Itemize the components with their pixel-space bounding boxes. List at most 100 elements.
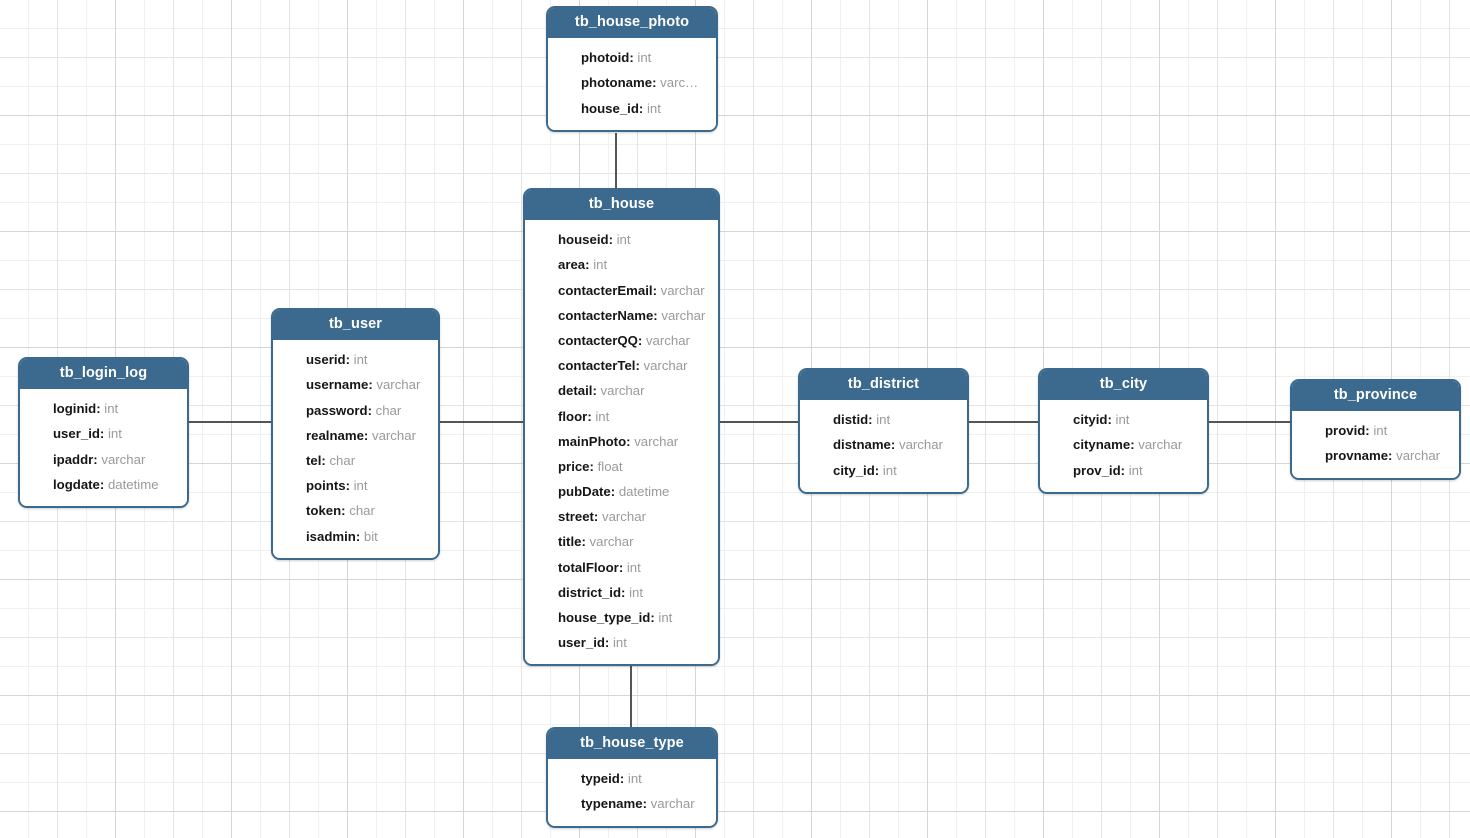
field-row[interactable]: area: int bbox=[525, 252, 718, 277]
field-row[interactable]: logdate: datetime bbox=[20, 472, 187, 497]
field-row[interactable]: typename: varchar bbox=[548, 791, 716, 816]
field-name: isadmin bbox=[306, 528, 356, 544]
field-name: password bbox=[306, 402, 368, 418]
field-row[interactable]: district_id: int bbox=[525, 580, 718, 605]
field-separator: : bbox=[626, 433, 635, 449]
field-type: varchar bbox=[376, 377, 421, 393]
field-name: mainPhoto bbox=[558, 433, 627, 449]
field-row[interactable]: photoid: int bbox=[548, 45, 716, 70]
field-row[interactable]: prov_id: int bbox=[1040, 458, 1207, 483]
field-separator: : bbox=[618, 559, 627, 575]
field-separator: : bbox=[321, 452, 330, 468]
field-row[interactable]: detail: varchar bbox=[525, 378, 718, 403]
field-name: area bbox=[558, 257, 586, 273]
field-type: float bbox=[597, 458, 623, 474]
field-type: varchar bbox=[1138, 437, 1183, 453]
field-row[interactable]: userid: int bbox=[273, 347, 438, 372]
field-type: varchar bbox=[589, 534, 634, 550]
field-separator: : bbox=[99, 426, 108, 442]
field-row[interactable]: ipaddr: varchar bbox=[20, 447, 187, 472]
entity-title-tb_city: tb_city bbox=[1040, 370, 1207, 401]
field-row[interactable]: title: varchar bbox=[525, 529, 718, 554]
field-type: bit bbox=[363, 528, 378, 544]
field-row[interactable]: mainPhoto: varchar bbox=[525, 429, 718, 454]
field-row[interactable]: photoname: varc… bbox=[548, 70, 716, 95]
field-row[interactable]: contacterName: varchar bbox=[525, 303, 718, 328]
field-separator: : bbox=[99, 476, 108, 492]
field-row[interactable]: city_id: int bbox=[800, 458, 967, 483]
field-name: pubDate bbox=[558, 484, 611, 500]
field-name: totalFloor bbox=[558, 559, 619, 575]
field-row[interactable]: typeid: int bbox=[548, 766, 716, 791]
field-row[interactable]: contacterQQ: varchar bbox=[525, 328, 718, 353]
field-row[interactable]: user_id: int bbox=[525, 630, 718, 655]
field-row[interactable]: token: char bbox=[273, 498, 438, 523]
field-name: cityid bbox=[1073, 412, 1108, 428]
field-row[interactable]: password: char bbox=[273, 398, 438, 423]
field-type: datetime bbox=[107, 476, 159, 492]
field-name: contacterTel bbox=[558, 358, 636, 374]
field-row[interactable]: totalFloor: int bbox=[525, 555, 718, 580]
field-separator: : bbox=[355, 528, 364, 544]
field-row[interactable]: points: int bbox=[273, 473, 438, 498]
entity-title-tb_house_photo: tb_house_photo bbox=[548, 8, 716, 39]
field-row[interactable]: tel: char bbox=[273, 448, 438, 473]
field-name: street bbox=[558, 509, 594, 525]
field-row[interactable]: provid: int bbox=[1292, 418, 1459, 443]
field-separator: : bbox=[629, 50, 638, 66]
field-row[interactable]: cityname: varchar bbox=[1040, 432, 1207, 457]
field-separator: : bbox=[642, 796, 651, 812]
field-type: int bbox=[593, 257, 608, 273]
field-type: varchar bbox=[645, 332, 690, 348]
field-name: tel bbox=[306, 452, 322, 468]
field-row[interactable]: contacterEmail: varchar bbox=[525, 278, 718, 303]
field-separator: : bbox=[874, 462, 883, 478]
field-row[interactable]: isadmin: bit bbox=[273, 524, 438, 549]
field-name: photoid bbox=[581, 50, 630, 66]
field-separator: : bbox=[604, 635, 613, 651]
entity-title-tb_province: tb_province bbox=[1292, 381, 1459, 412]
field-row[interactable]: price: float bbox=[525, 454, 718, 479]
field-separator: : bbox=[890, 437, 899, 453]
field-row[interactable]: floor: int bbox=[525, 404, 718, 429]
field-row[interactable]: pubDate: datetime bbox=[525, 479, 718, 504]
field-row[interactable]: username: varchar bbox=[273, 372, 438, 397]
field-row[interactable]: distid: int bbox=[800, 407, 967, 432]
field-row[interactable]: cityid: int bbox=[1040, 407, 1207, 432]
field-row[interactable]: street: varchar bbox=[525, 504, 718, 529]
field-separator: : bbox=[1365, 423, 1374, 439]
field-name: typeid bbox=[581, 771, 620, 787]
field-separator: : bbox=[610, 484, 619, 500]
field-type: varchar bbox=[660, 282, 705, 298]
field-separator: : bbox=[96, 401, 105, 417]
field-type: int bbox=[104, 401, 119, 417]
field-row[interactable]: user_id: int bbox=[20, 421, 187, 446]
field-row[interactable]: houseid: int bbox=[525, 227, 718, 252]
entity-title-tb_district: tb_district bbox=[800, 370, 967, 401]
field-row[interactable]: contacterTel: varchar bbox=[525, 353, 718, 378]
field-type: varchar bbox=[601, 509, 646, 525]
field-row[interactable]: house_type_id: int bbox=[525, 605, 718, 630]
field-separator: : bbox=[363, 427, 372, 443]
field-row[interactable]: realname: varchar bbox=[273, 423, 438, 448]
field-type: char bbox=[375, 402, 402, 418]
field-row[interactable]: house_id: int bbox=[548, 96, 716, 121]
field-name: ipaddr bbox=[53, 451, 94, 467]
field-row[interactable]: distname: varchar bbox=[800, 432, 967, 457]
field-row[interactable]: loginid: int bbox=[20, 396, 187, 421]
field-type: int bbox=[629, 584, 644, 600]
field-row[interactable]: provname: varchar bbox=[1292, 443, 1459, 468]
field-name: provid bbox=[1325, 423, 1366, 439]
field-name: token bbox=[306, 503, 342, 519]
